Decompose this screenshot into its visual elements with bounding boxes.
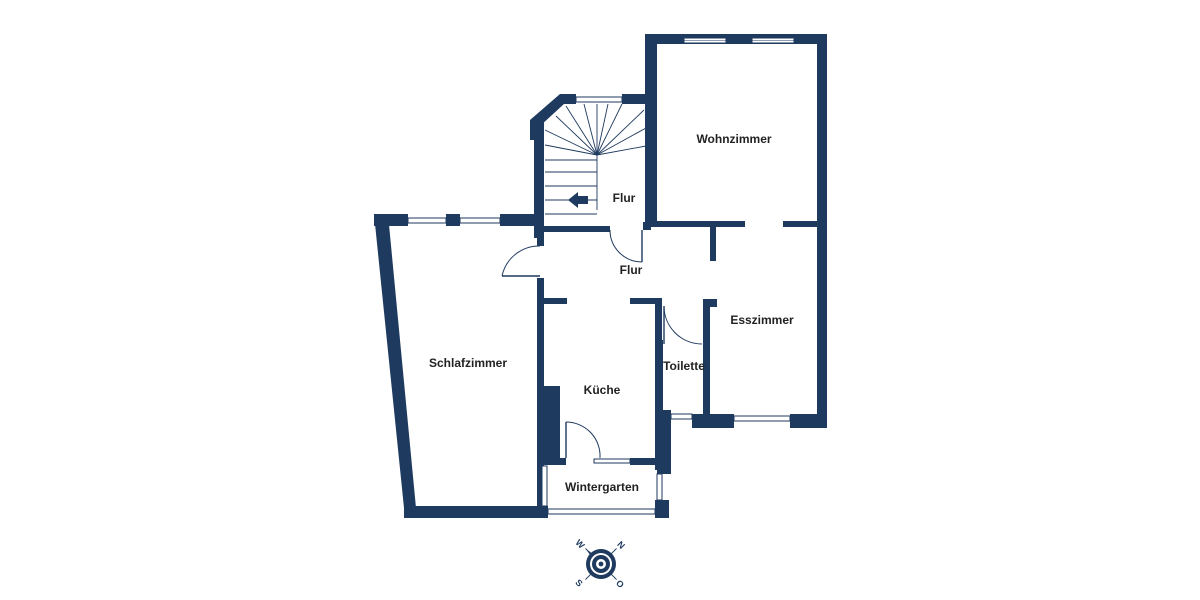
label-toilette: Toilette [663, 359, 705, 373]
window-wintergarten-right [656, 473, 663, 501]
label-esszimmer: Esszimmer [730, 313, 794, 327]
window-toilette [670, 413, 693, 420]
wall-esszimmer-bottom-a [692, 414, 734, 428]
window-wintergarten-bottom [547, 508, 656, 515]
window-schlafzimmer-a [407, 217, 447, 224]
wall-kitchen-top-b [630, 298, 660, 304]
wall-schlafzimmer-left [374, 214, 416, 508]
window-kitchen [593, 458, 631, 464]
wall-schlafzimmer-top-right [500, 214, 544, 226]
wall-wintergarten-right [655, 500, 669, 518]
wall-esszimmer-bottom-b [790, 414, 827, 428]
label-schlafzimmer: Schlafzimmer [429, 356, 507, 370]
window-schlafzimmer-b [459, 217, 501, 224]
wall-toilette-right [703, 305, 710, 415]
compass-west: W [573, 537, 586, 550]
door-flur-upper [609, 229, 643, 263]
label-flur-upper: Flur [613, 191, 636, 205]
wall-kitchen-bottom-b [630, 458, 662, 465]
label-flur-lower: Flur [620, 263, 643, 277]
wall-kitchen-top-a [537, 298, 567, 304]
label-wintergarten: Wintergarten [565, 480, 639, 494]
wall-toilette-bottom [657, 410, 671, 424]
wall-schlafzimmer-top-left [374, 214, 408, 226]
wall-kitchen-bottom-a [544, 458, 566, 465]
wall-dining-stub [710, 227, 716, 261]
wall-kitchen-counter [544, 386, 560, 460]
wall-schlafzimmer-top-mid [446, 214, 460, 226]
wall-schlafzimmer-right-b [537, 278, 544, 512]
compass-east: O [614, 578, 626, 590]
door-kitchen [565, 421, 601, 459]
wall-stair-top-right [622, 94, 648, 104]
compass-north: N [615, 539, 627, 551]
wall-schlafzimmer-bottom [404, 506, 548, 518]
wall-toilette-top [703, 299, 717, 307]
wall-flur-upper-a [534, 226, 610, 232]
wall-toilette-left [657, 340, 663, 424]
window-wintergarten-left [541, 465, 548, 507]
window-stair [575, 96, 623, 103]
wall-stair-left [534, 120, 544, 238]
room-labels: Wohnzimmer Flur Flur Schlafzimmer Esszim… [429, 132, 794, 494]
windows [407, 34, 795, 515]
wall-flur-upper-b [643, 222, 651, 230]
wall-schlafzimmer-right-a [537, 226, 544, 246]
compass: N O S W [573, 537, 627, 590]
wall-wohnzimmer-right [817, 34, 827, 427]
window-wohnzimmer-right [751, 37, 795, 44]
wall-kitchen-outer-right [657, 420, 671, 474]
window-esszimmer [733, 415, 791, 422]
walls [374, 34, 827, 518]
wall-living-dining-divider-a [645, 221, 745, 227]
label-wohnzimmer: Wohnzimmer [696, 132, 771, 146]
wall-wohnzimmer-left [645, 34, 657, 226]
compass-south: S [573, 577, 584, 588]
window-wohnzimmer-left [683, 37, 727, 44]
wall-living-dining-divider-b [783, 221, 823, 227]
stair-direction-arrow [568, 192, 588, 208]
label-kueche: Küche [584, 383, 621, 397]
doors [501, 229, 703, 459]
window-wohnzimmer-mullion [726, 34, 752, 44]
staircase [544, 103, 647, 215]
door-toilette [663, 305, 703, 345]
door-schlafzimmer [501, 245, 541, 277]
